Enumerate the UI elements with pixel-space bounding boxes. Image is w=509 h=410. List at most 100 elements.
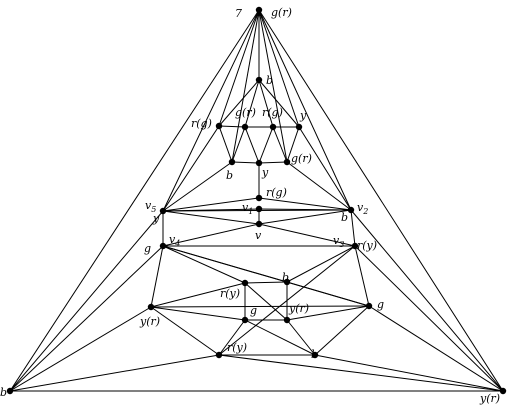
edge-n_b_top-n_rg_left (218, 79, 260, 127)
edge-top-n_rg_left (218, 9, 260, 127)
edge-n_g_low-n_ry_bottom (218, 319, 246, 356)
vertex-bottom_left (6, 387, 14, 395)
vertex-n_rg_center (255, 194, 263, 202)
edge-n_ry_low-n_yr_low (244, 282, 288, 321)
edge-n_rg_center-v5 (162, 197, 260, 212)
edge-bottom_left-n_ry_bottom (9, 354, 220, 392)
label-lbl-y-r-left: y(r) (139, 315, 160, 328)
edge-bottom_right-n_g_right (368, 305, 504, 392)
vertex-bottom_right (499, 387, 507, 395)
vertex-n_g_low (241, 316, 249, 324)
label-lbl-g-v4: g (144, 242, 151, 255)
vertex-top (255, 6, 263, 14)
edge-n_rg_center-v2 (258, 197, 352, 211)
label-lbl-y-mid: y (261, 166, 269, 179)
node-layer (6, 6, 507, 395)
vertex-n_rg_top (269, 123, 277, 131)
edge-v-v3 (258, 223, 356, 247)
edge-bottom_left-v5 (9, 210, 164, 392)
vertex-n_y_mid (255, 159, 263, 167)
label-lbl-v1: v1 (242, 201, 253, 216)
edge-top-bottom_left (9, 9, 260, 392)
edge-n_rg_top-n_y_mid (258, 126, 274, 164)
label-lbl-y-r-low: y(r) (288, 302, 309, 315)
edge-bottom_right-v2 (350, 209, 504, 392)
edge-bottom_left-n_yr_left (9, 306, 152, 392)
edge-n_ry_low-n_yr_left (150, 282, 246, 308)
vertex-n_yr_left (147, 303, 155, 311)
edge-n_yr_left-n_ry_bottom (150, 306, 220, 356)
edge-n_gr_top-n_b_mid (231, 126, 246, 163)
label-lbl-r-g-center: r(g) (266, 186, 287, 199)
vertex-n_yr_low (283, 316, 291, 324)
edge-n_b_top-n_rg_top (258, 79, 274, 128)
label-lbl-b-v2: b (341, 211, 348, 224)
edge-v4-n_yr_left (150, 245, 164, 308)
vertex-n_rg_left (215, 122, 223, 130)
edge-n_yr_low-n_g_right (286, 305, 370, 321)
edge-n_yr_left-n_g_right (150, 305, 370, 308)
edge-layer (9, 9, 504, 392)
edge-v2-v3 (350, 209, 356, 247)
label-lbl-b-mid: b (226, 169, 233, 182)
vertex-n_y_top (295, 123, 303, 131)
edge-n_b_top-n_gr_top (244, 79, 260, 128)
label-lbl-y-row: y (299, 109, 307, 122)
label-lbl-v4: v4 (169, 233, 180, 248)
vertex-n_ry_bottom (215, 351, 223, 359)
edge-v3-n_b_low (286, 245, 356, 283)
label-lbl-g-r-top: g(r) (271, 6, 292, 19)
edge-bottom_right-n_ry_bottom (218, 354, 504, 392)
edge-n_rg_left-n_gr_top (218, 125, 246, 128)
label-lbl-g-r-row: g(r) (235, 106, 256, 119)
edge-n_b_mid-v5 (162, 161, 233, 212)
vertex-v5 (159, 207, 167, 215)
label-lbl-v2: v2 (357, 201, 368, 216)
edge-n_y_mid-n_gr_mid (258, 161, 288, 164)
vertex-v4 (159, 242, 167, 250)
edge-n_rg_left-v5 (162, 125, 220, 212)
vertex-n_gr_top (241, 123, 249, 131)
edge-bottom_right-v3 (354, 245, 504, 392)
edge-n_y_top-v2 (298, 126, 352, 211)
vertex-n_b_mid (228, 158, 236, 166)
edge-n_ry_low-n_b_low (244, 281, 288, 284)
edge-top-n_gr_mid (258, 9, 288, 163)
label-lbl-r-y-v3: r(y) (357, 239, 377, 252)
vertex-n_b_bottom (311, 351, 319, 359)
edge-n_g_low-n_b_bottom (244, 319, 316, 356)
label-lbl-y-r-corner: y(r) (479, 392, 500, 405)
edge-top-v5 (162, 9, 260, 212)
label-lbl-y-v5: y (152, 212, 160, 225)
label-lbl-r-g-left: r(g) (191, 117, 212, 130)
vertex-n_gr_mid (283, 158, 291, 166)
label-lbl-g-r-mid: g(r) (291, 152, 312, 165)
edge-n_gr_mid-v2 (286, 161, 352, 211)
vertex-v (255, 220, 263, 228)
label-lbl-b-low: b (282, 271, 289, 284)
edge-top-n_b_mid (231, 9, 260, 163)
vertex-n_b_low (283, 278, 291, 286)
label-lbl-g-low: g (250, 304, 257, 317)
edge-n_rg_left-n_b_mid (218, 125, 233, 163)
label-lbl-r-y-bottom: r(y) (227, 341, 247, 354)
edge-n_yr_left-n_g_low (150, 306, 246, 321)
label-lbl-b-bottom: b (311, 348, 318, 361)
edge-top-v2 (258, 9, 352, 211)
edge-bottom_left-v4 (9, 245, 164, 392)
label-lbl-b-top: b (266, 74, 273, 87)
label-lbl-r-g-row: r(g) (262, 106, 283, 119)
edge-v5-v (162, 210, 260, 225)
label-lbl-v5: v5 (145, 199, 156, 214)
edge-n_b_top-n_y_top (258, 79, 300, 128)
edge-v4-n_ry_low (162, 245, 246, 284)
edge-v-v2 (258, 209, 352, 225)
edge-n_rg_top-n_gr_mid (272, 126, 288, 163)
vertex-n_g_right (365, 302, 373, 310)
vertex-n_b_top (255, 76, 263, 84)
edge-n_gr_top-n_y_mid (244, 126, 260, 164)
edge-n_g_right-n_b_bottom (314, 305, 370, 356)
edge-bottom_right-n_b_bottom (314, 354, 504, 392)
